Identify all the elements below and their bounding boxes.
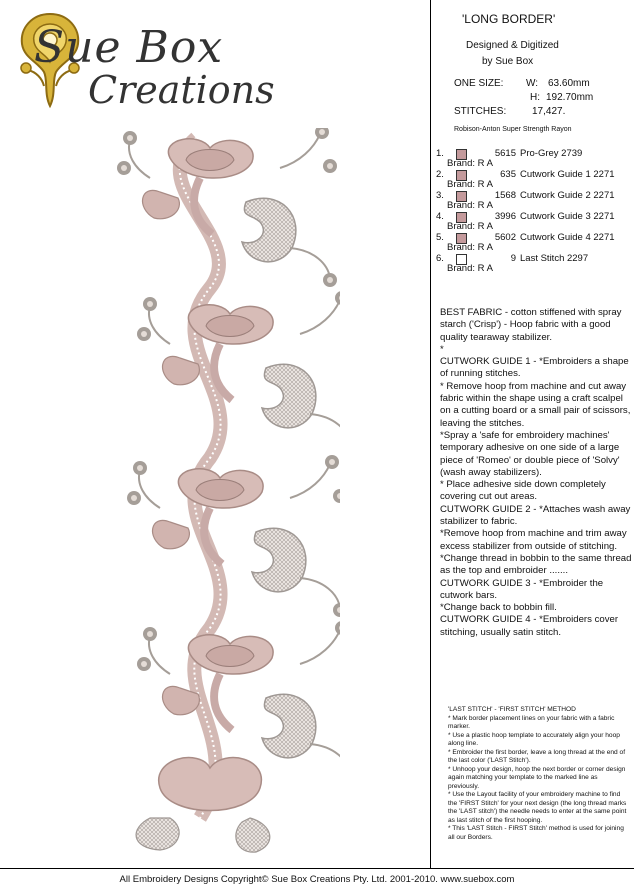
note-paragraph: *Remove hoop from machine and trim away … — [440, 528, 627, 552]
method-step: * Mark border placement lines on your fa… — [448, 714, 615, 731]
thread-brand: Brand: R A — [447, 158, 493, 169]
width-label: W: — [526, 78, 539, 89]
thread-number: 2. — [436, 169, 444, 180]
note-paragraph: * Remove hoop from machine and cut away … — [440, 380, 631, 429]
method-step: * This 'LAST Stitch - FIRST Stitch' meth… — [448, 825, 624, 841]
thread-code: 1568 — [494, 190, 516, 201]
thread-number: 5. — [436, 232, 444, 243]
thread-code: 3996 — [494, 211, 516, 222]
thread-code: 5615 — [494, 148, 516, 159]
designed-by-line1: Designed & Digitized — [466, 40, 559, 51]
thread-brand-heading: Robison-Anton Super Strength Rayon — [454, 126, 572, 133]
note-paragraph: CUTWORK GUIDE 1 - *Embroiders a shape of… — [440, 356, 629, 380]
thread-color-swatch — [456, 191, 467, 202]
thread-name: Pro-Grey 2739 — [520, 148, 583, 159]
method-step: * Use a plastic hoop template to accurat… — [448, 731, 620, 748]
thread-number: 1. — [436, 148, 444, 159]
thread-name: Cutwork Guide 2 2271 — [520, 190, 615, 201]
thread-brand: Brand: R A — [447, 221, 493, 232]
thread-name: Cutwork Guide 4 2271 — [520, 232, 615, 243]
thread-brand: Brand: R A — [447, 179, 493, 190]
stitches-value: 17,427. — [532, 106, 566, 117]
width-value: 63.60mm — [548, 78, 590, 89]
design-preview-panel: Sue Box Creations — [20, 12, 430, 853]
thread-color-swatch — [456, 233, 467, 244]
thread-code: 5602 — [494, 232, 516, 243]
thread-number: 3. — [436, 190, 444, 201]
last-first-stitch-method: 'LAST STITCH' - 'FIRST STITCH' METHOD * … — [448, 706, 628, 842]
note-paragraph: *Change back to bobbin fill. — [440, 602, 557, 614]
thread-name: Cutwork Guide 3 2271 — [520, 211, 615, 222]
thread-color-swatch — [456, 149, 467, 160]
note-paragraph: BEST FABRIC - cotton stiffened with spra… — [440, 307, 622, 343]
method-step: * Use the Layout facility of your embroi… — [448, 791, 627, 824]
stitches-label: STITCHES: — [454, 106, 507, 117]
thread-brand: Brand: R A — [447, 200, 493, 211]
thread-name: Cutwork Guide 1 2271 — [520, 169, 615, 180]
height-value: 192.70mm — [546, 92, 594, 103]
designed-by-line2: by Sue Box — [482, 56, 534, 67]
thread-code: 9 — [510, 253, 516, 264]
instructions-notes: BEST FABRIC - cotton stiffened with spra… — [440, 307, 632, 639]
logo-text-line2: Creations — [88, 68, 275, 112]
embroidery-border-image — [100, 128, 340, 853]
note-paragraph: *Spray a 'safe for embroidery machines' … — [440, 429, 620, 478]
note-paragraph: *Change thread in bobbin to the same thr… — [440, 552, 632, 577]
thread-number: 4. — [436, 211, 444, 222]
footer-copyright: All Embroidery Designs Copyright© Sue Bo… — [0, 868, 634, 891]
thread-color-swatch — [456, 212, 467, 223]
height-label: H: — [530, 92, 540, 103]
logo-emblem-icon — [20, 12, 80, 109]
logo-text-line1: Sue Box — [34, 22, 224, 73]
thread-color-swatch — [456, 170, 467, 181]
design-title: 'LONG BORDER' — [462, 12, 556, 26]
thread-code: 635 — [500, 169, 516, 180]
thread-name: Last Stitch 2297 — [520, 253, 589, 264]
thread-brand: Brand: R A — [447, 263, 493, 274]
note-paragraph: * Place adhesive side down completely co… — [440, 479, 606, 503]
design-info-panel: 'LONG BORDER' Designed & Digitized by Su… — [436, 0, 632, 868]
note-paragraph: * — [440, 343, 444, 355]
method-step: * Embroider the first border, leave a lo… — [448, 748, 626, 765]
thread-brand: Brand: R A — [447, 242, 493, 253]
size-label: ONE SIZE: — [454, 78, 504, 89]
note-paragraph: CUTWORK GUIDE 4 - *Embroiders cover stit… — [440, 614, 619, 638]
column-divider — [430, 0, 431, 868]
method-step: * Unhoop your design, hoop the next bord… — [448, 765, 626, 790]
note-paragraph: CUTWORK GUIDE 2 - *Attaches wash away st… — [440, 503, 631, 528]
note-paragraph: CUTWORK GUIDE 3 - *Embroider the cutwork… — [440, 577, 604, 601]
thread-color-swatch — [456, 254, 467, 265]
method-title: 'LAST STITCH' - 'FIRST STITCH' METHOD — [448, 706, 576, 713]
thread-number: 6. — [436, 253, 444, 264]
